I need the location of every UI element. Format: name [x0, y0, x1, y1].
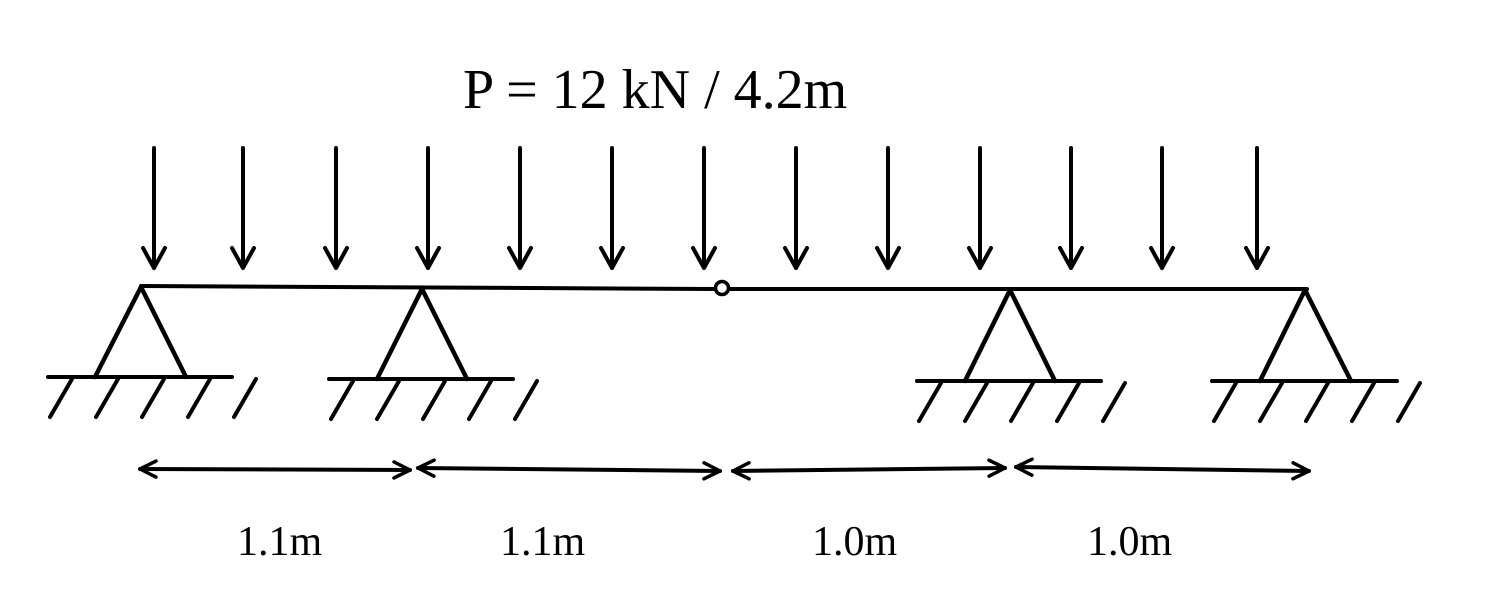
dimension-arrow-3 — [731, 458, 1007, 481]
load-arrow — [141, 146, 167, 270]
beam-left-segment — [139, 284, 717, 291]
dimension-arrow-2 — [416, 458, 722, 481]
load-arrow — [599, 146, 625, 270]
load-arrow — [875, 146, 901, 270]
span-label-1: 1.1m — [237, 519, 323, 565]
load-arrow — [1058, 146, 1084, 270]
pin-support-3 — [915, 287, 1127, 423]
load-arrow — [507, 146, 533, 270]
span-label-2: 1.1m — [500, 519, 586, 565]
supports-group — [46, 284, 1422, 423]
dimension-lines — [138, 457, 1311, 481]
dimension-arrow-1 — [138, 459, 412, 480]
load-label: P = 12 kN / 4.2m — [463, 59, 847, 121]
load-arrow — [783, 146, 809, 270]
load-arrow — [691, 146, 717, 270]
pin-support-2 — [327, 286, 539, 421]
load-arrow — [1149, 146, 1175, 270]
load-arrow — [1244, 146, 1270, 270]
pin-support-1 — [46, 284, 258, 419]
load-arrow — [415, 146, 441, 270]
span-label-3: 1.0m — [812, 519, 898, 565]
load-arrow — [967, 146, 993, 270]
span-label-4: 1.0m — [1087, 519, 1173, 565]
distributed-load-arrows — [141, 146, 1270, 270]
dimension-arrow-4 — [1014, 457, 1311, 481]
internal-hinge — [713, 279, 731, 297]
pin-support-4 — [1210, 287, 1422, 423]
load-arrow — [230, 146, 256, 270]
load-arrow — [323, 146, 349, 270]
